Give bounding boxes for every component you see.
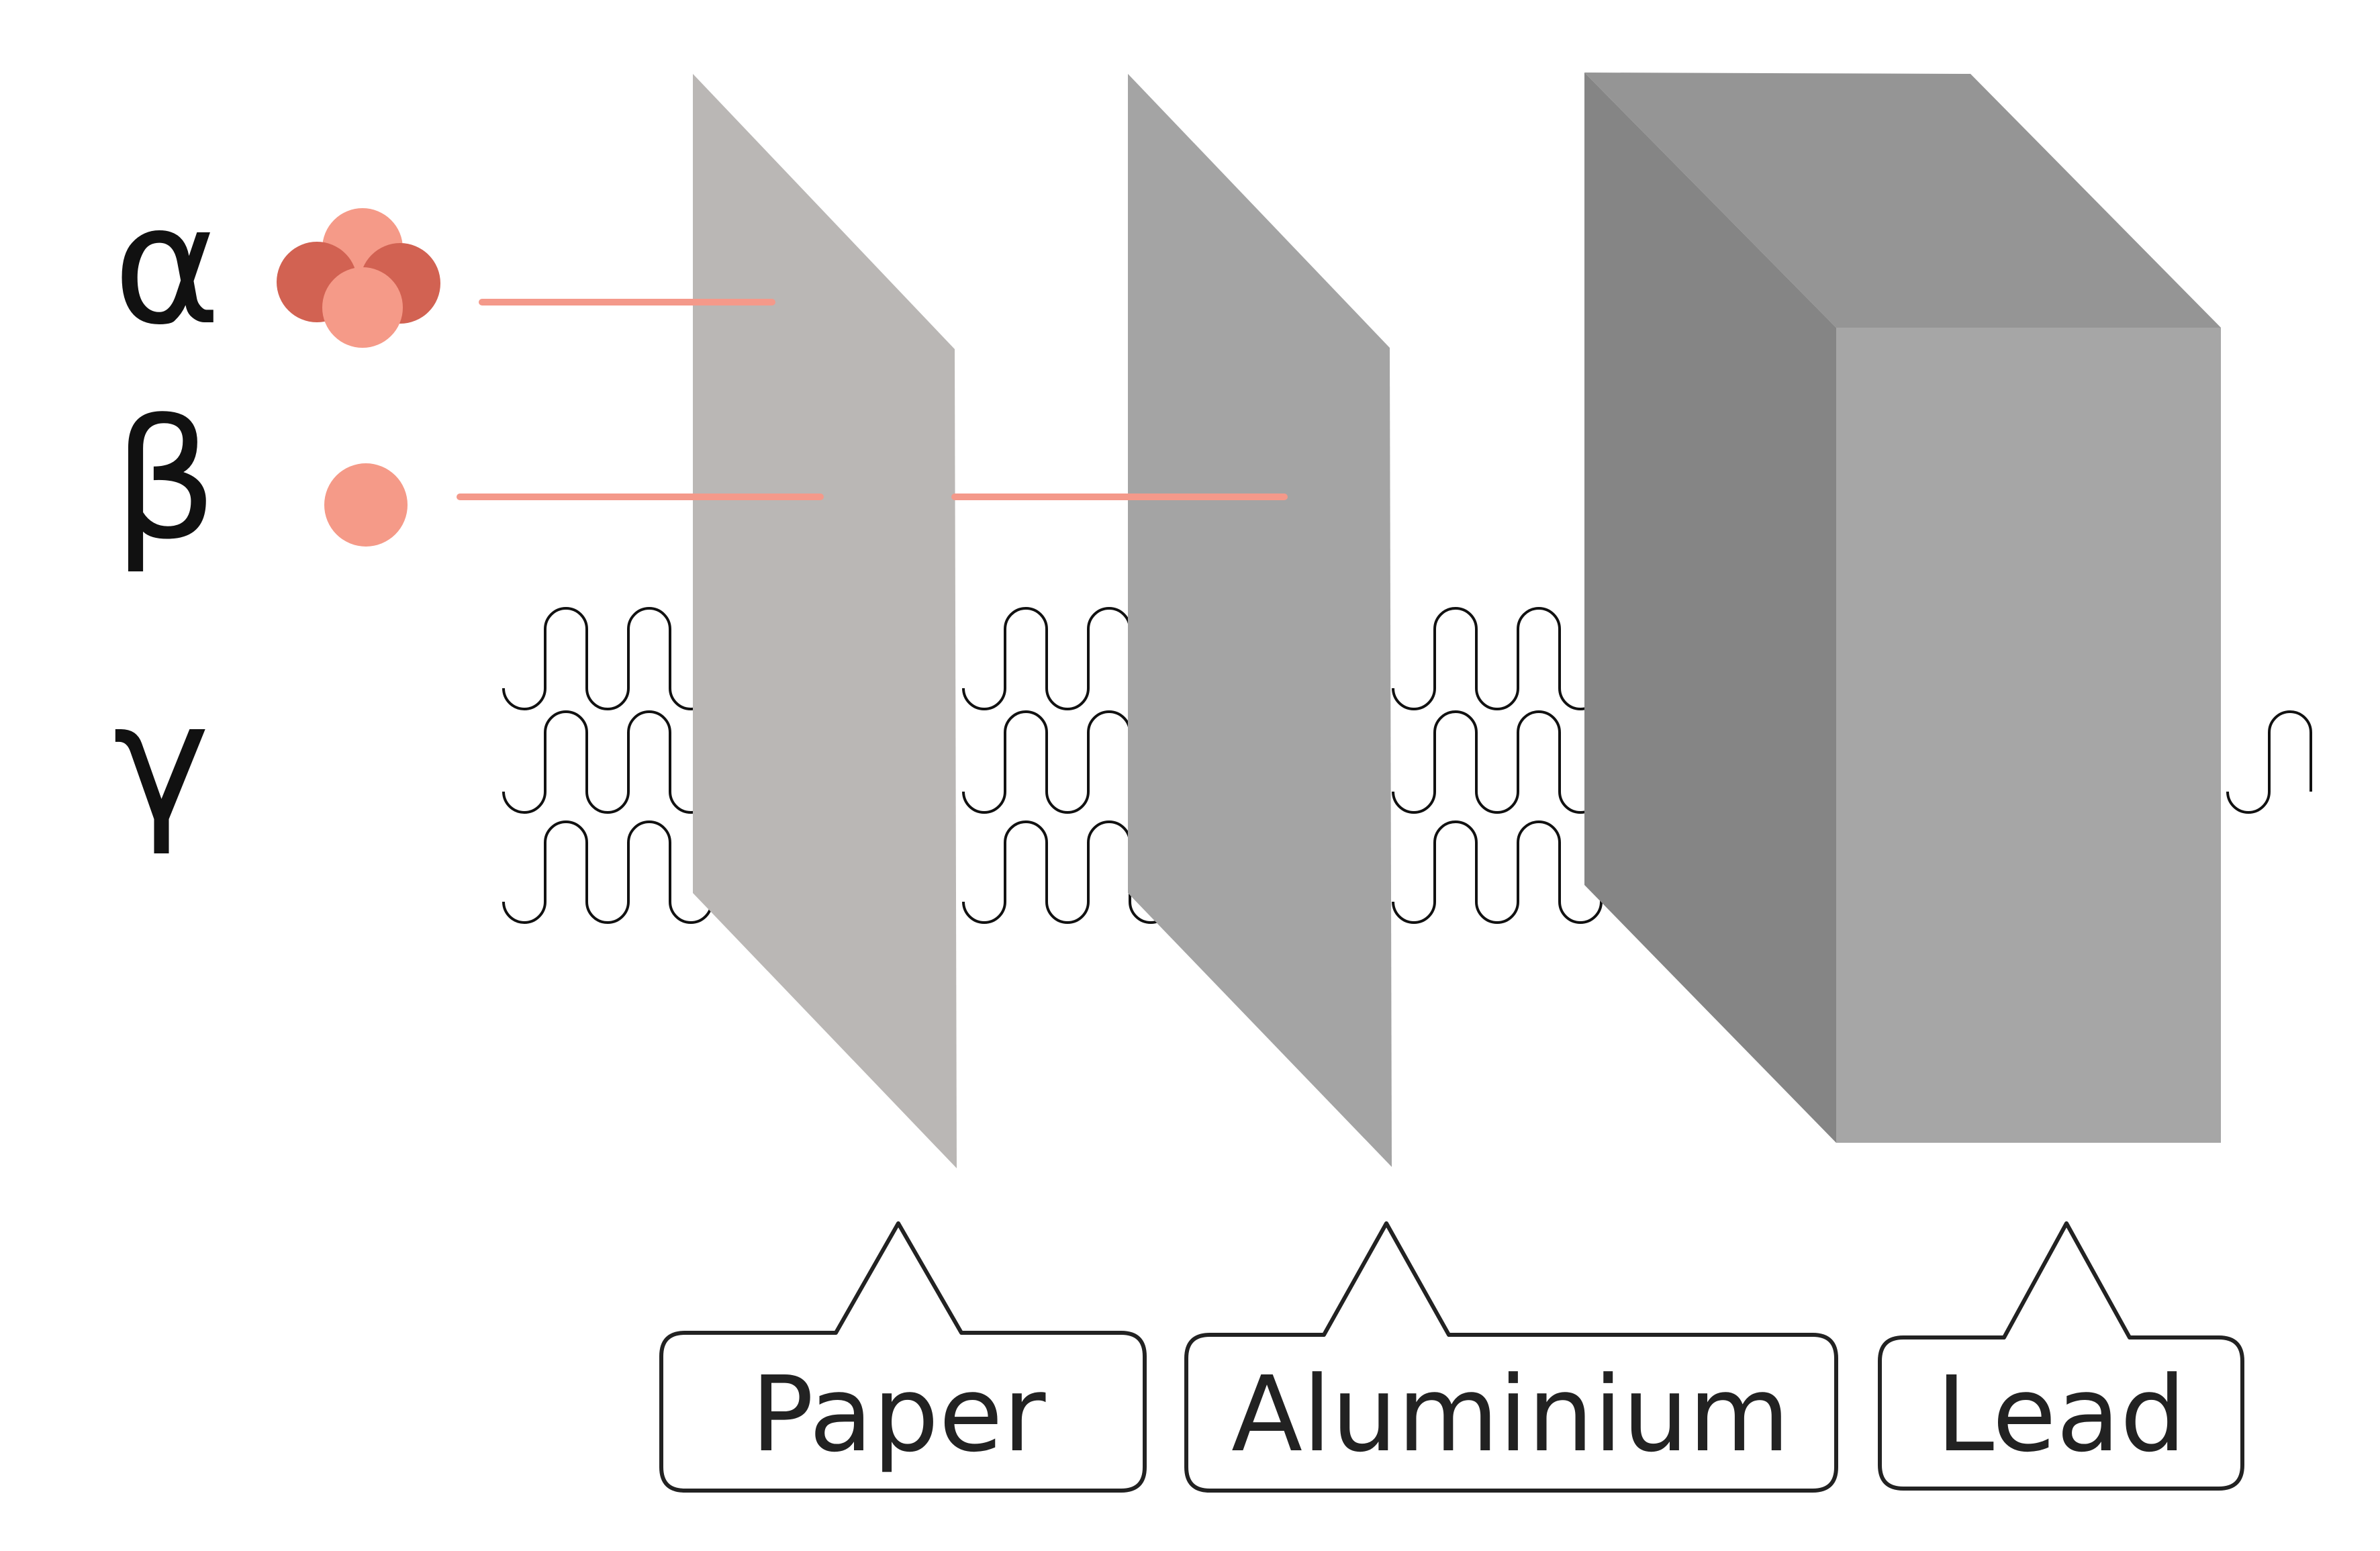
paper-callout: Paper: [659, 1221, 1147, 1493]
gamma-symbol: γ: [113, 667, 210, 858]
paper-callout-box: [659, 1221, 1147, 1493]
lead-callout: Lead: [1878, 1221, 2244, 1491]
alpha-symbol: α: [113, 170, 222, 361]
aluminium-callout: Aluminium: [1184, 1221, 1838, 1493]
gamma-wave: [2226, 710, 2312, 814]
lead-block-top: [1584, 73, 2221, 328]
aluminium-sheet: [1128, 74, 1392, 1167]
paper-label: Paper: [751, 1354, 1046, 1475]
gamma-wave-exit: [2226, 710, 2312, 814]
alpha-particle: [277, 208, 440, 348]
beta-particle: [324, 463, 408, 547]
aluminium-callout-box: [1184, 1221, 1838, 1493]
lead-callout-box: [1878, 1221, 2244, 1491]
alpha-nucleon: [322, 267, 403, 348]
aluminium-label: Aluminium: [1231, 1354, 1790, 1475]
lead-block-front: [1836, 328, 2221, 1143]
beta-symbol: β: [113, 385, 218, 576]
paper-sheet: [693, 74, 957, 1168]
lead-block-side: [1584, 73, 1836, 1143]
lead-block: [1584, 73, 2221, 1143]
lead-label: Lead: [1936, 1354, 2186, 1475]
